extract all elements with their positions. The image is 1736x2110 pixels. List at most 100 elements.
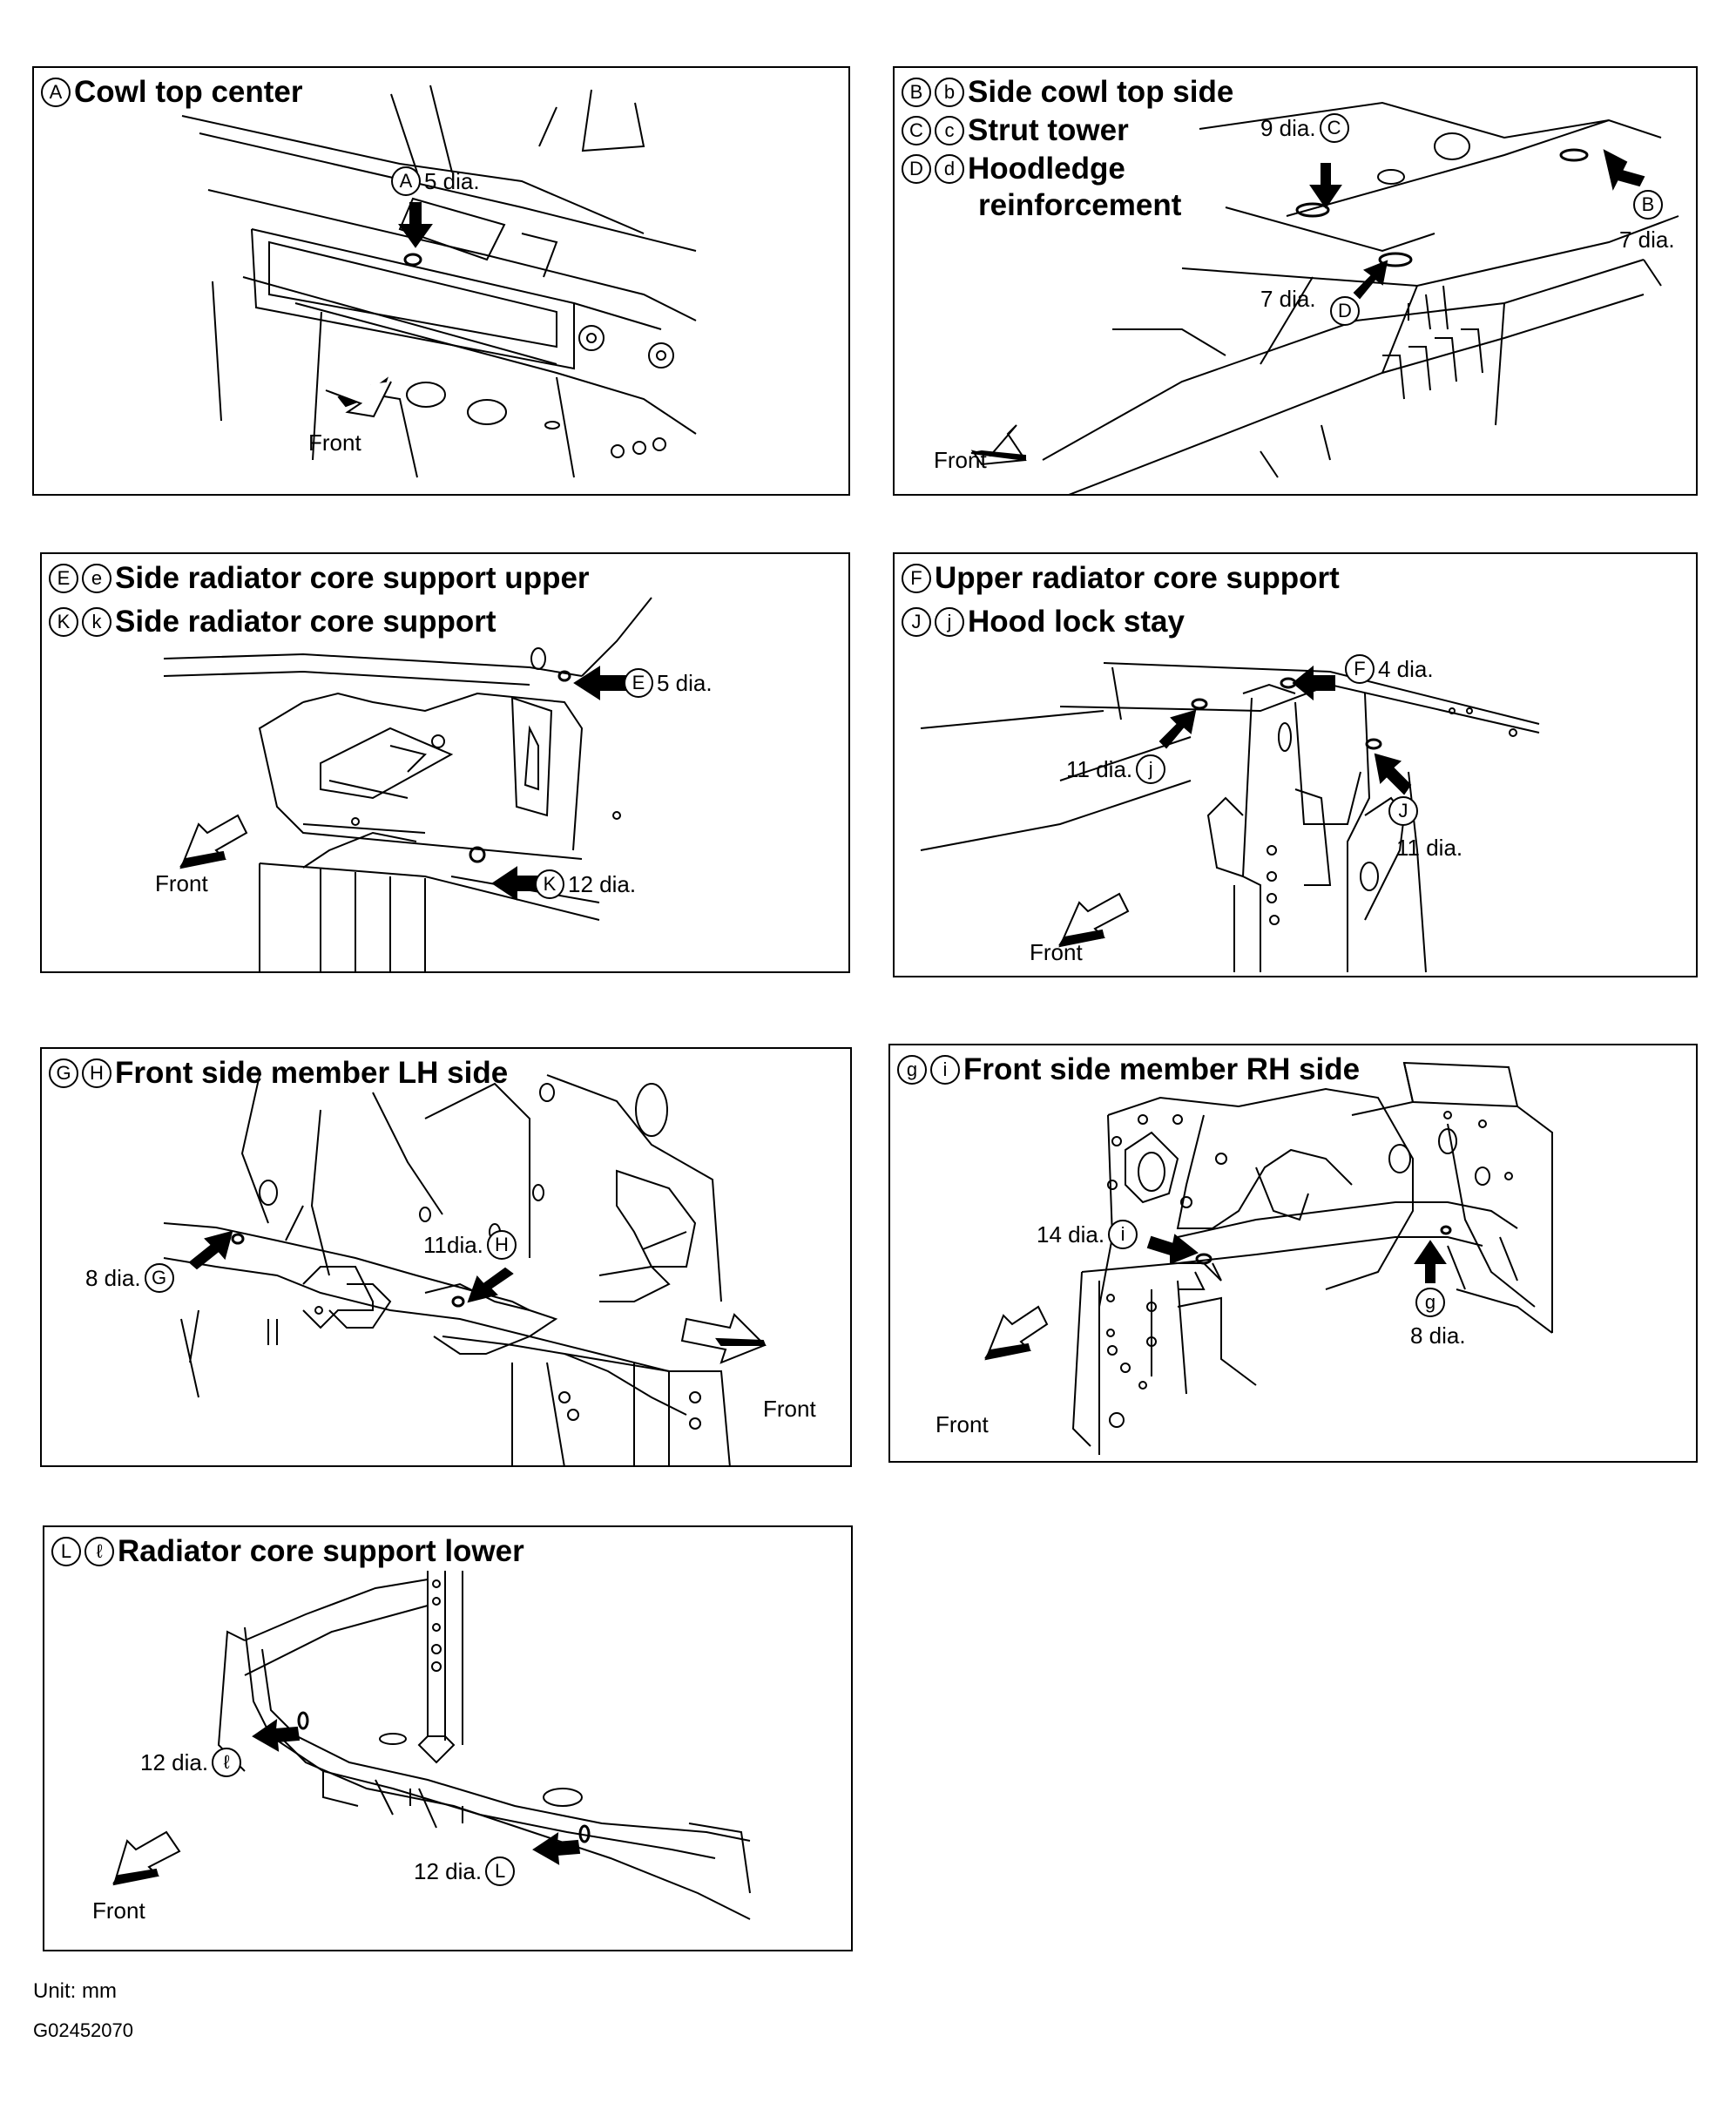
code-badge: ℓ	[84, 1537, 114, 1566]
panel-side-cowl: B b Side cowl top side C c Strut tower D…	[893, 66, 1698, 496]
panel-title: Radiator core support lower	[118, 1534, 524, 1568]
code-badge: i	[930, 1055, 960, 1085]
callout-a: A 5 dia.	[391, 166, 480, 196]
code-badge: J	[1388, 796, 1418, 826]
panel-title: Hood lock stay	[968, 605, 1185, 639]
panel-title: Front side member RH side	[963, 1052, 1361, 1086]
code-badge: D	[1330, 296, 1360, 326]
dia-label: 8 dia.	[85, 1265, 141, 1291]
panel-title: Front side member LH side	[115, 1056, 509, 1090]
panel-e-row-1: E e Side radiator core support upper	[49, 561, 590, 596]
dia-label: 7 dia.	[1260, 286, 1316, 312]
front-label: Front	[308, 429, 361, 456]
panel-title: Strut tower	[968, 113, 1129, 147]
upper-radiator-drawing	[920, 662, 1540, 973]
callout-h: 11dia. H	[423, 1230, 517, 1260]
front-label: Front	[934, 447, 987, 473]
code-badge: b	[935, 78, 964, 107]
code-badge: g	[1415, 1288, 1445, 1317]
front-side-member-lh-drawing	[163, 1074, 767, 1465]
callout-i: 14 dia. i	[1037, 1220, 1138, 1249]
code-badge: j	[935, 607, 964, 637]
code-badge: C	[902, 116, 931, 145]
panel-title: Side radiator core support	[115, 605, 496, 639]
unit-label: Unit: mm	[33, 1979, 117, 2003]
panel-upper-radiator-core-support: F Upper radiator core support J j Hood l…	[893, 552, 1698, 977]
callout-l-lower: 12 dia. ℓ	[140, 1748, 242, 1777]
panel-title-continued: reinforcement	[978, 188, 1182, 222]
code-badge: C	[1319, 113, 1349, 143]
code-badge: K	[535, 869, 564, 899]
panel-title: Side radiator core support upper	[115, 561, 590, 595]
callout-j-upper-code: J	[1388, 796, 1418, 826]
callout-f: F 4 dia.	[1345, 654, 1434, 684]
dia-label: 5 dia.	[424, 168, 480, 194]
panel-title: Upper radiator core support	[935, 561, 1340, 595]
panel-f-row-1: F Upper radiator core support	[902, 561, 1340, 596]
dia-label: 12 dia.	[140, 1749, 209, 1775]
code-badge: E	[624, 668, 653, 698]
side-radiator-drawing	[163, 597, 652, 971]
panel-e-row-2: K k Side radiator core support	[49, 605, 496, 639]
code-badge: e	[82, 564, 111, 593]
dia-label: 5 dia.	[657, 670, 713, 696]
code-badge: i	[1108, 1220, 1138, 1249]
panel-radiator-core-support-lower: L ℓ Radiator core support lower 12 dia. …	[43, 1525, 853, 1951]
panel-f-row-2: J j Hood lock stay	[902, 605, 1185, 639]
code-badge: g	[897, 1055, 927, 1085]
front-label: Front	[155, 870, 208, 896]
dia-label: 12 dia.	[414, 1858, 483, 1884]
callout-j-upper-dia: 11 dia.	[1396, 835, 1463, 861]
panel-l-title: L ℓ Radiator core support lower	[51, 1534, 524, 1569]
panel-front-side-member-rh: g i Front side member RH side 14 dia. i …	[888, 1044, 1698, 1463]
callout-g: 8 dia. G	[85, 1263, 174, 1293]
code-badge: F	[1345, 654, 1375, 684]
dia-label: 9 dia.	[1260, 115, 1316, 141]
dia-label: 14 dia.	[1037, 1221, 1105, 1248]
panel-a-title: A Cowl top center	[41, 75, 303, 110]
callout-l-upper: 12 dia. L	[414, 1856, 516, 1886]
panel-front-side-member-lh: G H Front side member LH side 11dia. H 8…	[40, 1047, 852, 1467]
front-label: Front	[763, 1396, 816, 1422]
panel-b-row-1: B b Side cowl top side	[902, 75, 1233, 110]
code-badge: A	[41, 78, 71, 107]
panel-g-rh-title: g i Front side member RH side	[897, 1052, 1360, 1087]
figure-code: G02452070	[33, 2019, 133, 2041]
dia-label: 11 dia.	[1066, 756, 1133, 782]
callout-d-code: D	[1330, 296, 1360, 326]
callout-b-dia: 7 dia.	[1619, 227, 1675, 253]
callout-j-lower: 11 dia. j	[1066, 754, 1166, 784]
callout-k: K 12 dia.	[535, 869, 636, 899]
code-badge: F	[902, 564, 931, 593]
side-cowl-drawing	[970, 101, 1679, 494]
code-badge: c	[935, 116, 964, 145]
code-badge: L	[485, 1856, 516, 1886]
code-badge: G	[49, 1058, 78, 1088]
callout-e: E 5 dia.	[624, 668, 713, 698]
code-badge: A	[391, 166, 421, 196]
code-badge: L	[51, 1537, 81, 1566]
callout-b-code: B	[1633, 190, 1663, 220]
code-badge: D	[902, 154, 931, 184]
code-badge: E	[49, 564, 78, 593]
code-badge: G	[144, 1263, 174, 1293]
callout-g-code: g	[1415, 1288, 1445, 1317]
front-label: Front	[936, 1411, 989, 1437]
panel-title: Hoodledge	[968, 152, 1125, 186]
panel-b-row-3: D d Hoodledge	[902, 152, 1125, 186]
panel-side-radiator-core-support: E e Side radiator core support upper K k…	[40, 552, 850, 973]
panel-g-title: G H Front side member LH side	[49, 1056, 508, 1091]
callout-g-dia: 8 dia.	[1410, 1322, 1466, 1349]
code-badge: H	[486, 1230, 517, 1260]
code-badge: B	[902, 78, 931, 107]
code-badge: j	[1136, 754, 1166, 784]
dia-label: 11dia.	[423, 1232, 483, 1258]
code-badge: H	[82, 1058, 111, 1088]
code-badge: d	[935, 154, 964, 184]
dia-label: 4 dia.	[1378, 656, 1434, 682]
code-badge: ℓ	[212, 1748, 242, 1777]
code-badge: J	[902, 607, 931, 637]
panel-title: Cowl top center	[74, 75, 303, 109]
panel-title: Side cowl top side	[968, 75, 1234, 109]
callout-d: 7 dia.	[1260, 286, 1316, 312]
